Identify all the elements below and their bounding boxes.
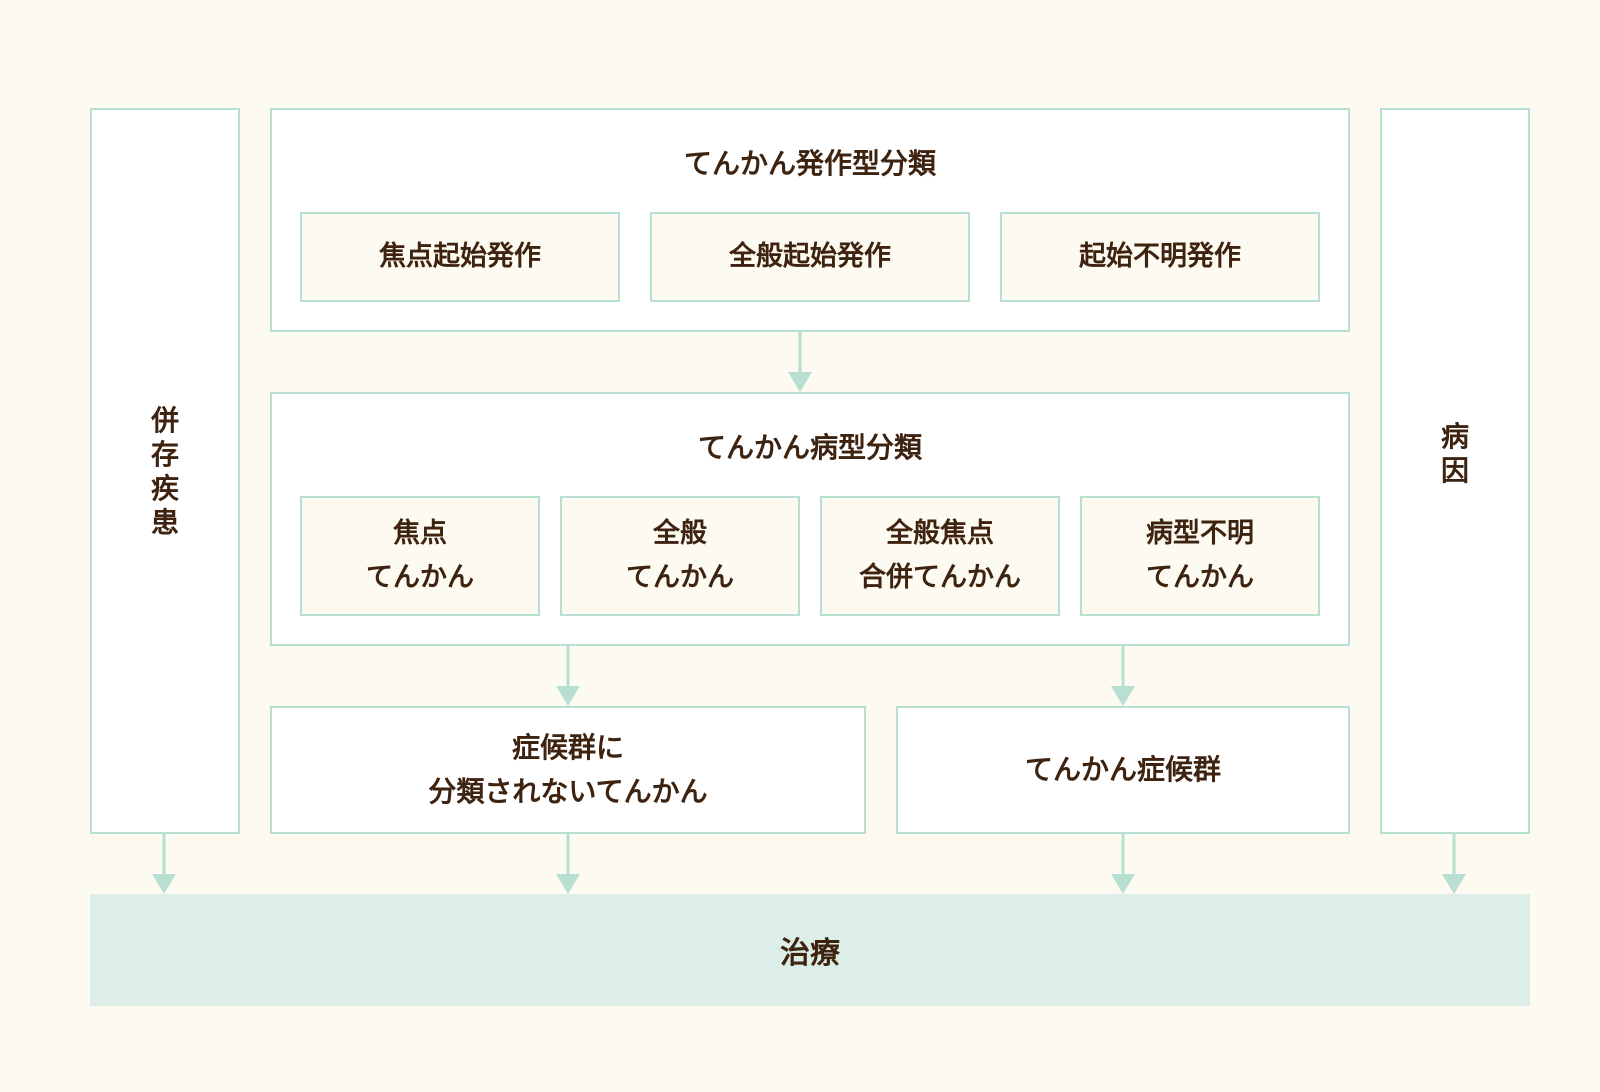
- focal-epilepsy-box: 焦点 てんかん: [300, 496, 540, 616]
- arrow-unclassified-to-treatment: [556, 834, 580, 894]
- comorbidity-label: 併 存 疾 患: [150, 404, 179, 539]
- combined-generalized-focal-epilepsy-box: 全般焦点 合併てんかん: [820, 496, 1060, 616]
- unknown-onset-seizure-box: 起始不明発作: [1000, 212, 1320, 302]
- unclassified-epilepsy-box: [270, 706, 866, 834]
- unclassified-epilepsy-label: 症候群に 分類されないてんかん: [428, 731, 708, 808]
- unknown-epilepsy-box: 病型不明 てんかん: [1080, 496, 1320, 616]
- generalized-epilepsy-box: 全般 てんかん: [560, 496, 800, 616]
- focal-onset-seizure-box: 焦点起始発作: [300, 212, 620, 302]
- arrow-type-to-syndrome: [1111, 646, 1135, 706]
- treatment-label: 治療: [780, 936, 840, 971]
- seizure-classification-title: てんかん発作型分類: [683, 147, 936, 180]
- epilepsy-syndrome-box: [896, 706, 1350, 834]
- epilepsy-syndrome-label: てんかん症候群: [1024, 753, 1221, 786]
- epilepsy-type-classification-title: てんかん病型分類: [697, 431, 922, 464]
- arrow-type-to-unclassified: [556, 646, 580, 706]
- etiology-box: 病 因: [1380, 108, 1530, 834]
- generalized-onset-seizure-box: 全般起始発作: [650, 212, 970, 302]
- etiology-label: 病 因: [1440, 420, 1469, 487]
- arrow-seizure-to-type: [788, 332, 812, 392]
- arrow-comorbidity-to-treatment: [152, 834, 176, 894]
- comorbidity-box: 併 存 疾 患: [90, 108, 240, 834]
- arrow-etiology-to-treatment: [1442, 834, 1466, 894]
- treatment-box: 治療: [90, 894, 1530, 1006]
- arrow-syndrome-to-treatment: [1111, 834, 1135, 894]
